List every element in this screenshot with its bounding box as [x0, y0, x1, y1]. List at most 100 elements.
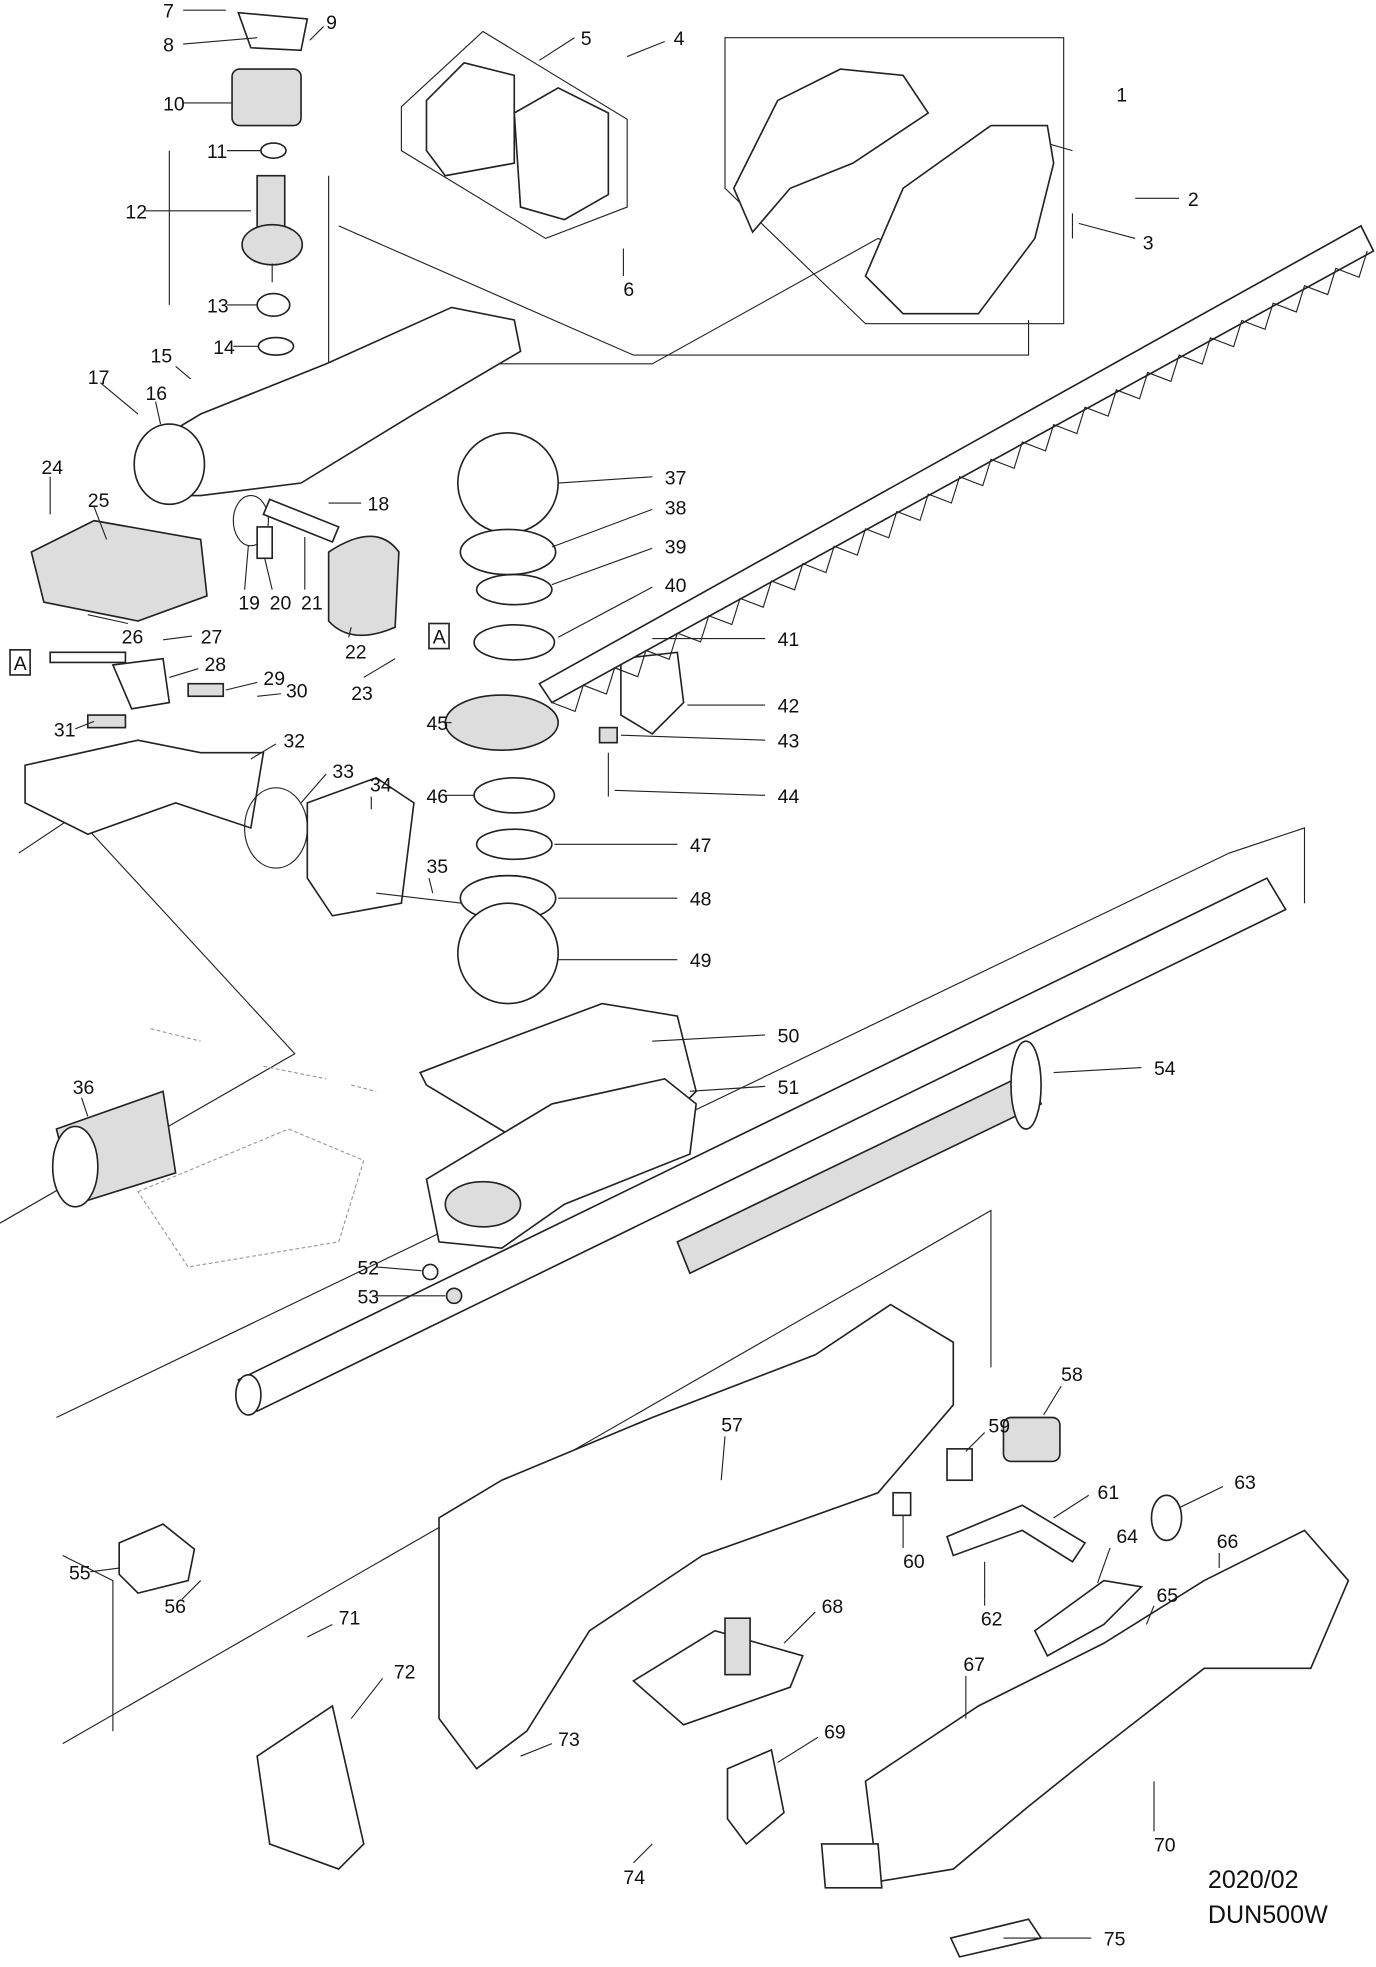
part-label-75: 75	[1104, 1929, 1126, 1951]
leader-line-28	[169, 668, 199, 678]
ref-box-a1	[428, 622, 450, 650]
leader-line-22	[348, 627, 352, 638]
leader-line-59	[965, 1432, 986, 1452]
part-housing-5b	[513, 86, 610, 221]
part-label-24: 24	[41, 457, 63, 479]
leader-line-26	[87, 614, 129, 625]
part-label-34: 34	[370, 775, 392, 797]
reference-mark-a: A	[433, 627, 446, 649]
leader-line-44	[614, 789, 766, 796]
leader-line-68	[783, 1611, 816, 1644]
leader-line-73	[520, 1743, 553, 1757]
part-51-disc	[444, 1180, 522, 1228]
part-label-3: 3	[1143, 233, 1154, 255]
part-label-58: 58	[1061, 1364, 1083, 1386]
frame-part-5	[400, 30, 628, 240]
leader-line-16	[154, 401, 162, 425]
part-shaft-tube	[237, 877, 1287, 1413]
part-label-21: 21	[301, 593, 323, 615]
part-label-28: 28	[204, 654, 226, 676]
part-label-37: 37	[665, 467, 687, 489]
guide-line-55	[62, 1554, 114, 1732]
part-39	[475, 573, 553, 606]
part-label-14: 14	[213, 337, 235, 359]
leader-line-39	[551, 547, 653, 586]
part-label-55: 55	[69, 1562, 91, 1584]
reference-marks: A A	[9, 622, 450, 676]
leader-lines	[49, 9, 1224, 1939]
leader-line-69	[777, 1736, 819, 1763]
leader-line-3	[1078, 222, 1136, 239]
part-52	[421, 1263, 439, 1281]
leader-line-52	[376, 1266, 422, 1272]
leader-line-43	[620, 734, 766, 741]
leader-line-64	[1097, 1547, 1111, 1584]
leader-line-65	[1145, 1605, 1155, 1625]
leader-line-58	[1043, 1385, 1062, 1416]
part-32	[24, 739, 265, 836]
part-54-grip	[676, 1071, 1043, 1275]
guide-line-cover	[338, 225, 1030, 356]
part-label-38: 38	[665, 497, 687, 519]
part-28	[111, 657, 171, 710]
leader-line-61	[1053, 1494, 1090, 1519]
part-label-67: 67	[963, 1654, 985, 1676]
part-46	[473, 776, 556, 814]
part-label-74: 74	[623, 1867, 645, 1889]
part-59	[946, 1448, 973, 1482]
part-bearing-bottom	[256, 292, 291, 318]
part-label-70: 70	[1154, 1834, 1176, 1856]
leader-line-32	[250, 743, 277, 760]
part-label-11: 11	[207, 141, 227, 163]
part-label-19: 19	[238, 593, 260, 615]
part-label-66: 66	[1217, 1531, 1239, 1553]
part-47	[475, 828, 553, 861]
part-label-51: 51	[778, 1077, 800, 1099]
part-shaft-end	[234, 1374, 262, 1416]
part-16	[133, 423, 206, 506]
part-label-10: 10	[163, 93, 185, 115]
part-label-73: 73	[558, 1729, 580, 1751]
model-number: DUN500W	[1208, 1901, 1328, 1929]
part-label-54: 54	[1154, 1058, 1176, 1080]
part-label-56: 56	[164, 1596, 186, 1618]
part-31	[86, 714, 127, 729]
leader-line-74	[633, 1843, 653, 1864]
part-label-32: 32	[283, 731, 305, 753]
part-20	[256, 526, 274, 560]
leader-line-37	[558, 476, 653, 484]
part-55	[118, 1523, 196, 1595]
part-label-53: 53	[357, 1286, 379, 1308]
leader-line-29	[225, 681, 258, 691]
leader-line-33	[300, 773, 327, 804]
leader-line-31	[75, 720, 95, 730]
part-60	[892, 1491, 912, 1517]
leader-line-72	[350, 1678, 384, 1719]
part-label-2: 2	[1188, 189, 1199, 211]
part-label-57: 57	[721, 1414, 743, 1436]
part-label-20: 20	[270, 593, 292, 615]
part-41-blade	[538, 224, 1375, 704]
part-33	[244, 787, 308, 869]
part-label-35: 35	[426, 856, 448, 878]
part-brush-plate	[237, 11, 309, 52]
part-26	[49, 651, 127, 664]
part-67-housing	[864, 1529, 1350, 1883]
part-label-22: 22	[345, 642, 367, 664]
part-label-46: 46	[426, 786, 448, 808]
part-label-42: 42	[778, 696, 800, 718]
part-fan	[241, 223, 304, 266]
part-label-68: 68	[822, 1596, 844, 1618]
part-o-ring	[257, 336, 295, 356]
leader-line-20	[264, 558, 273, 590]
part-label-63: 63	[1234, 1472, 1256, 1494]
leader-line-4	[626, 40, 666, 58]
part-22	[327, 535, 400, 637]
part-label-50: 50	[778, 1025, 800, 1047]
part-68	[632, 1629, 804, 1726]
part-45	[444, 694, 559, 752]
leader-line-9	[309, 26, 325, 41]
part-34	[306, 776, 415, 917]
part-40	[473, 623, 556, 661]
part-label-41: 41	[778, 629, 800, 651]
